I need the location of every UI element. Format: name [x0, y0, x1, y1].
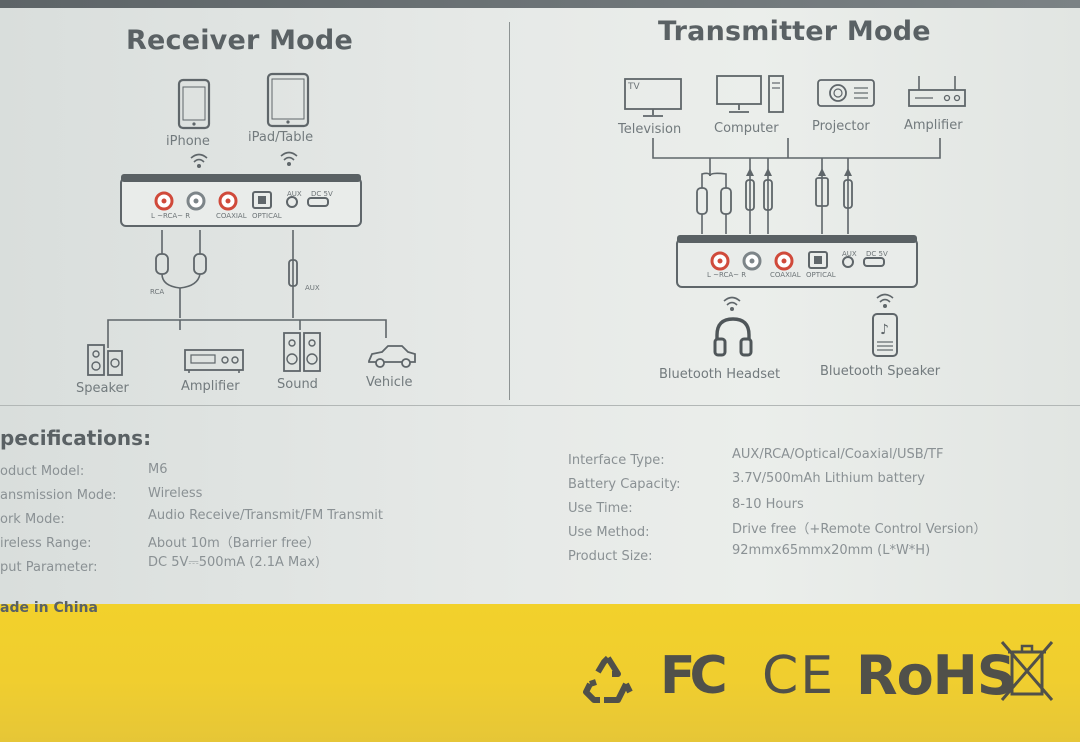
port-label-aux: AUX: [287, 190, 302, 198]
specifications-title: pecifications:: [0, 426, 152, 450]
spec-value: About 10m（Barrier free）: [148, 536, 320, 551]
spec-value: DC 5V⎓500mA (2.1A Max): [148, 555, 320, 570]
receiver-mode-title: Receiver Mode: [126, 25, 353, 56]
wireless-signal-icon: [190, 153, 208, 168]
port-label-rca: L ~RCA~ R: [151, 212, 191, 220]
spec-value: Drive free（+Remote Control Version）: [732, 522, 987, 537]
car-icon: [368, 345, 416, 368]
output-label-headset: Bluetooth Headset: [659, 367, 781, 382]
yellow-band: [0, 604, 1080, 742]
source-label-ipad: iPad/Table: [248, 130, 314, 145]
port-label-dc: DC 5V: [866, 250, 888, 258]
headphones-icon: [713, 317, 753, 357]
television-icon: [624, 78, 682, 117]
projector-icon: [817, 79, 875, 107]
port-label-dc: DC 5V: [311, 190, 333, 198]
source-label-iphone: iPhone: [166, 134, 210, 149]
transmitter-device: [676, 235, 918, 288]
bluetooth-speaker-icon: ♪: [872, 313, 898, 357]
amplifier-icon: [908, 76, 966, 107]
computer-icon: [716, 75, 784, 113]
fcc-mark: FC: [660, 646, 728, 706]
recycle-icon: [583, 655, 633, 703]
receiver-cables: [107, 230, 387, 348]
spec-key: put Parameter:: [0, 560, 98, 575]
port-label-coaxial: COAXIAL: [216, 212, 247, 220]
spec-value: AUX/RCA/Optical/Coaxial/USB/TF: [732, 447, 944, 462]
spec-value: Wireless: [148, 486, 203, 501]
transmitter-cables: [652, 138, 941, 234]
port-label-rca: L ~RCA~ R: [707, 271, 747, 279]
spec-key: Use Time:: [568, 501, 633, 516]
output-label-vehicle: Vehicle: [366, 375, 413, 390]
source-label-projector: Projector: [812, 119, 870, 134]
output-label-amplifier: Amplifier: [181, 379, 240, 394]
box-top-edge: [0, 0, 1080, 8]
spec-key: oduct Model:: [0, 464, 85, 479]
svg-text:♪: ♪: [880, 322, 889, 338]
port-label-aux: AUX: [842, 250, 857, 258]
spec-key: Use Method:: [568, 525, 650, 540]
spec-key: Product Size:: [568, 549, 653, 564]
spec-value: M6: [148, 462, 168, 477]
spec-key: ansmission Mode:: [0, 488, 117, 503]
source-label-television: Television: [618, 122, 682, 137]
spec-value: 92mmx65mmx20mm (L*W*H): [732, 543, 931, 558]
port-label-coaxial: COAXIAL: [770, 271, 801, 279]
spec-key: Interface Type:: [568, 453, 665, 468]
spec-divider: [0, 405, 1080, 406]
section-divider: [509, 22, 510, 400]
ce-mark: CE: [762, 646, 836, 706]
wireless-signal-icon: [280, 151, 298, 166]
rohs-mark: RoHS: [856, 644, 1016, 707]
speaker-icon: [87, 344, 123, 376]
smartphone-icon: [177, 78, 211, 130]
cable-label-aux: AUX: [305, 284, 320, 292]
transmitter-mode-title: Transmitter Mode: [658, 16, 931, 47]
tv-screen-text: TV: [628, 82, 640, 92]
tablet-icon: [266, 72, 310, 128]
spec-key: ork Mode:: [0, 512, 65, 527]
wireless-signal-icon: [723, 296, 741, 311]
spec-value: Audio Receive/Transmit/FM Transmit: [148, 508, 384, 523]
sound-system-icon: [283, 332, 321, 372]
output-label-speaker: Bluetooth Speaker: [820, 364, 941, 379]
output-label-sound: Sound: [277, 377, 318, 392]
output-label-speaker: Speaker: [76, 381, 129, 396]
port-label-optical: OPTICAL: [806, 271, 836, 279]
made-in-label: ade in China: [0, 600, 98, 616]
spec-value: 3.7V/500mAh Lithium battery: [732, 471, 925, 486]
amplifier-icon: [184, 349, 244, 373]
cable-label-rca: RCA: [150, 288, 165, 296]
receiver-device: [120, 174, 362, 227]
port-label-optical: OPTICAL: [252, 212, 282, 220]
wireless-signal-icon: [876, 293, 894, 308]
spec-value: 8-10 Hours: [732, 497, 804, 512]
weee-bin-icon: [1000, 641, 1054, 701]
spec-key: ireless Range:: [0, 536, 92, 551]
spec-key: Battery Capacity:: [568, 477, 681, 492]
source-label-computer: Computer: [714, 121, 779, 136]
source-label-amplifier: Amplifier: [904, 118, 963, 133]
